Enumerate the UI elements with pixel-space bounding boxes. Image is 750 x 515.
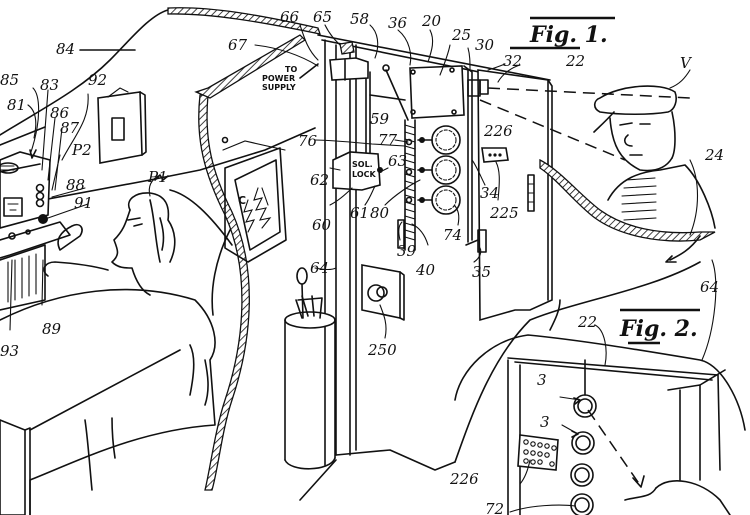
power-cable (167, 7, 321, 35)
ref-61: 61 (350, 204, 369, 222)
ref-20: 20 (421, 12, 442, 30)
solenoid-lock: SOL. LOCK (332, 151, 383, 191)
ref-93: 93 (0, 342, 19, 360)
bedside-console (0, 151, 71, 311)
ref-32: 32 (503, 52, 522, 70)
leader-lines (9, 24, 717, 513)
door-panel (477, 69, 553, 322)
ref-39: 39 (397, 242, 417, 260)
wall-switch (361, 264, 405, 321)
ref-67: 67 (228, 36, 248, 54)
ref-226-fig2: 226 (449, 470, 479, 488)
ref-22-fig1: 22 (565, 52, 585, 70)
ref-34: 34 (480, 184, 499, 202)
ref-226-fig1: 226 (483, 122, 513, 140)
ref-63: 63 (388, 152, 407, 170)
ref-225: 225 (489, 204, 519, 222)
ref-30: 30 (475, 36, 495, 54)
ref-76: 76 (298, 132, 318, 150)
door-cable-right (539, 158, 716, 242)
ref-85: 85 (0, 71, 19, 89)
ref-80: 80 (370, 204, 390, 222)
fig1-title: Fig. 1. (510, 16, 615, 50)
ref-25: 25 (451, 26, 471, 44)
ref-83: 83 (40, 76, 59, 94)
top-relay-device (299, 41, 369, 81)
room-wall-cutaway (0, 9, 169, 146)
picture-letter: C (238, 194, 246, 207)
power-note-3: SUPPLY (262, 83, 296, 92)
ref-58: 58 (350, 10, 369, 28)
ref-22-fig2: 22 (577, 313, 597, 331)
ref-3b: 3 (540, 413, 550, 431)
ref-36: 36 (388, 14, 408, 32)
wall-picture-trees: C (221, 136, 287, 263)
keypad-fig2 (517, 434, 559, 471)
ref-89: 89 (42, 320, 62, 338)
ref-59: 59 (370, 110, 390, 128)
ref-V: V (680, 54, 693, 72)
visitor-figure (593, 85, 716, 229)
fig2-panel (454, 334, 746, 515)
fig2-title: Fig. 2. (619, 308, 700, 345)
patient-figure (43, 192, 176, 296)
ref-35: 35 (472, 263, 491, 281)
ref-64-fig2: 64 (700, 278, 719, 296)
hanging-cable (198, 94, 250, 491)
ref-65: 65 (313, 8, 332, 26)
ref-40: 40 (415, 261, 436, 279)
sol-lock-line2: LOCK (352, 170, 376, 179)
ref-87: 87 (60, 119, 80, 137)
fig1-label: Fig. 1. (529, 22, 608, 48)
ref-72-fig2: 72 (485, 500, 504, 515)
ref-86: 86 (50, 104, 70, 122)
ref-64-fig1: 64 (310, 259, 329, 277)
power-note-2: POWER (262, 74, 295, 83)
ref-24: 24 (704, 146, 724, 164)
fig2-label: Fig. 2. (619, 316, 698, 342)
sol-lock-line1: SOL. (352, 160, 373, 169)
reference-numerals: 84 85 81 83 92 86 87 P2 88 91 P1 89 93 6… (0, 8, 724, 515)
sight-line-lower (479, 99, 626, 161)
ref-3a: 3 (537, 371, 547, 389)
ref-250: 250 (367, 341, 397, 359)
ref-62: 62 (310, 171, 329, 189)
umbrella-stand (284, 267, 336, 470)
ref-88: 88 (66, 176, 85, 194)
ref-77: 77 (378, 131, 398, 149)
wall-picture-small (97, 87, 147, 164)
ref-84: 84 (56, 40, 75, 58)
ref-91: 91 (74, 194, 93, 212)
ref-74: 74 (443, 226, 462, 244)
power-note-1: TO (285, 65, 297, 74)
ref-60: 60 (312, 216, 332, 234)
keypad-fig1 (481, 147, 509, 163)
ref-P1: P1 (147, 168, 168, 186)
sight-line-upper (487, 87, 691, 99)
power-supply-note: TO POWER SUPPLY (262, 65, 297, 92)
ref-66: 66 (280, 8, 300, 26)
ref-P2: P2 (71, 141, 92, 159)
bed (0, 189, 233, 515)
ref-92: 92 (88, 71, 107, 89)
control-box (409, 65, 481, 243)
ref-81: 81 (7, 96, 26, 114)
